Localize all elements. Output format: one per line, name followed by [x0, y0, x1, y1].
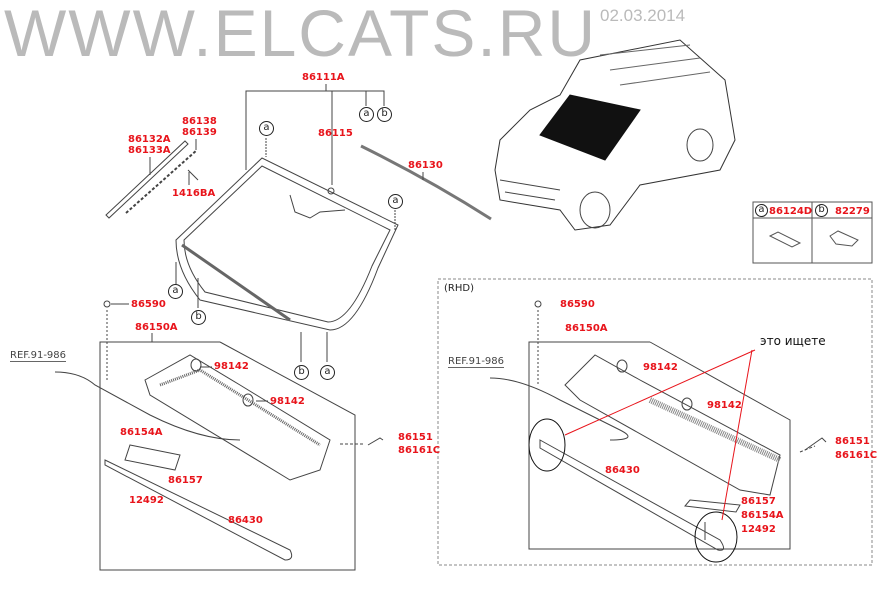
callout-a: a: [320, 365, 335, 380]
part-86150A[interactable]: 86150A: [135, 322, 178, 333]
part-86133A[interactable]: 86133A: [128, 145, 171, 156]
callout-b: b: [294, 365, 309, 380]
part-86139[interactable]: 86139: [182, 127, 217, 138]
bracket-86111A: [245, 84, 385, 185]
rhd-part-86150A[interactable]: 86150A: [565, 323, 608, 334]
part-86151[interactable]: 86151: [398, 432, 433, 443]
part-86430[interactable]: 86430: [228, 515, 263, 526]
car-illustration: [494, 39, 736, 231]
rhd-part-86157[interactable]: 86157: [741, 496, 776, 507]
callout-a: a: [388, 194, 403, 209]
part-86157[interactable]: 86157: [168, 475, 203, 486]
callout-a: a: [359, 107, 374, 122]
highlight-annotation: [528, 349, 756, 563]
rhd-title: (RHD): [444, 283, 474, 294]
callout-b: b: [377, 107, 392, 122]
rhd-part-98142[interactable]: 98142: [707, 400, 742, 411]
cowl-assembly-rhd: [437, 278, 873, 566]
part-86138[interactable]: 86138: [182, 116, 217, 127]
part-98142[interactable]: 98142: [270, 396, 305, 407]
rhd-part-98142[interactable]: 98142: [643, 362, 678, 373]
callout-a: a: [259, 121, 274, 136]
legend-part-82279[interactable]: 82279: [835, 206, 870, 217]
part-86161C[interactable]: 86161C: [398, 445, 441, 456]
part-12492[interactable]: 12492: [129, 495, 164, 506]
callout-b: b: [191, 310, 206, 325]
rhd-part-86590[interactable]: 86590: [560, 299, 595, 310]
rhd-part-86430[interactable]: 86430: [605, 465, 640, 476]
windshield: [175, 138, 399, 362]
annotation-note: это ищете: [760, 334, 826, 348]
legend-key-b: b: [815, 204, 828, 217]
part-86111A[interactable]: 86111A: [302, 72, 345, 83]
part-98142[interactable]: 98142: [214, 361, 249, 372]
part-86154A[interactable]: 86154A: [120, 427, 163, 438]
part-86130[interactable]: 86130: [408, 160, 443, 171]
part-86115[interactable]: 86115: [318, 128, 353, 139]
watermark-date: 02.03.2014: [600, 6, 686, 25]
reference-link[interactable]: REF.91-986: [10, 350, 67, 362]
legend-part-86124D[interactable]: 86124D: [769, 206, 813, 217]
part-86590[interactable]: 86590: [131, 299, 166, 310]
side-moldings: [105, 139, 492, 221]
watermark-site: WWW.ELCATS.RU: [4, 0, 598, 70]
rhd-part-86161C[interactable]: 86161C: [835, 450, 877, 461]
rhd-part-86151[interactable]: 86151: [835, 436, 870, 447]
legend-table-frame: [752, 201, 873, 264]
rhd-reference-link[interactable]: REF.91-986: [448, 356, 505, 368]
part-1416BA[interactable]: 1416BA: [172, 188, 216, 199]
legend-key-a: a: [755, 204, 768, 217]
part-86132A[interactable]: 86132A: [128, 134, 171, 145]
rhd-part-12492[interactable]: 12492: [741, 524, 776, 535]
rhd-part-86154A[interactable]: 86154A: [741, 510, 784, 521]
cowl-assembly-lhd: [54, 300, 384, 571]
callout-a: a: [168, 284, 183, 299]
